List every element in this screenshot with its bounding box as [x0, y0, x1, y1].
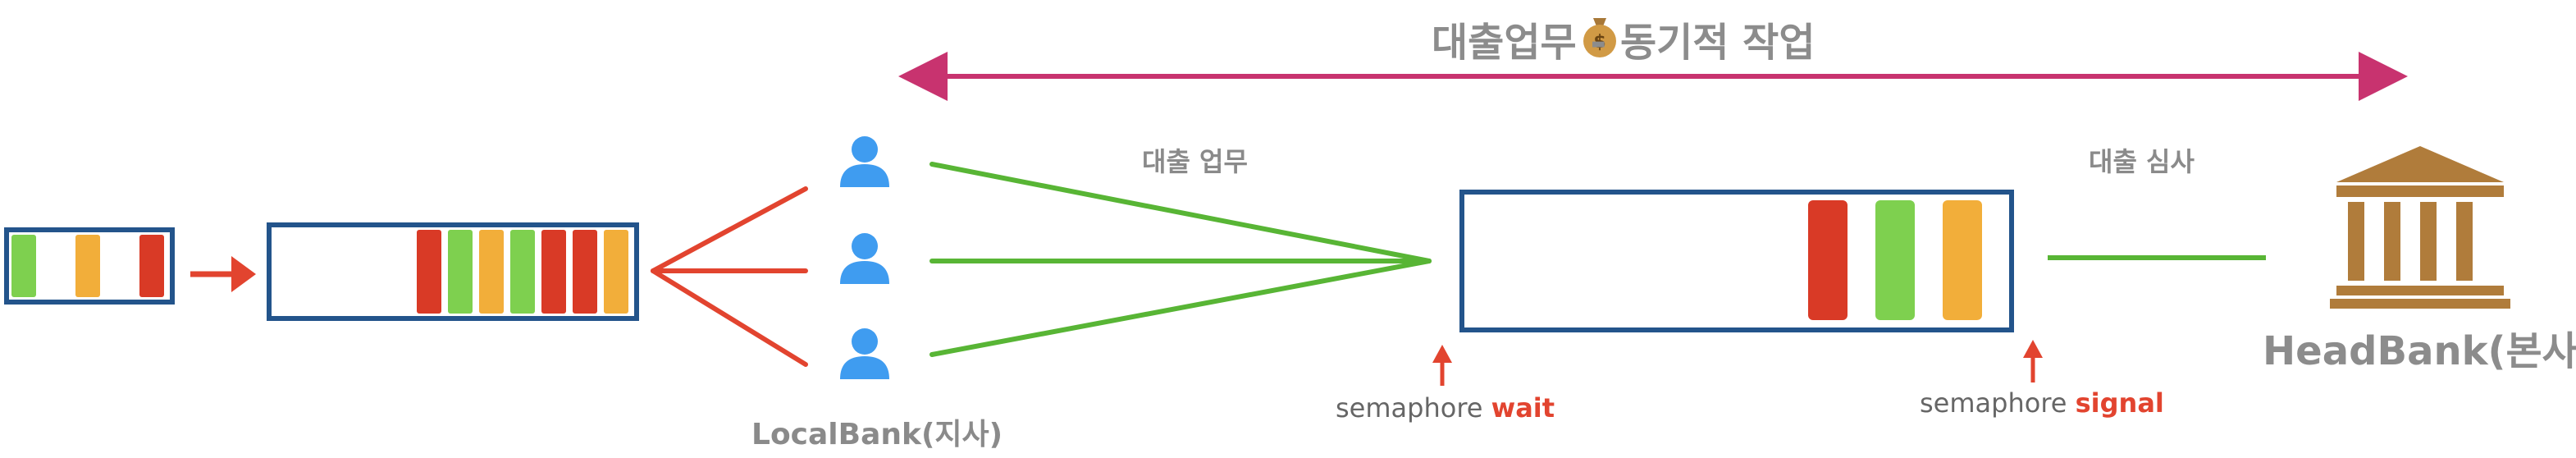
- bank-icon: [2330, 146, 2510, 309]
- loan-work-label: 대출 업무: [1142, 146, 1248, 177]
- queue-item: [1808, 200, 1848, 320]
- wait-up-arrow: [1432, 345, 1452, 386]
- worker-group: [840, 136, 889, 379]
- money-bag-icon: $: [1583, 18, 1616, 57]
- semaphore-queue-box: [1459, 190, 2014, 332]
- svg-text:$: $: [1593, 32, 1605, 53]
- queue-item: [75, 235, 100, 297]
- queue-item: [573, 230, 597, 314]
- semaphore-wait-word: wait: [1491, 392, 1555, 424]
- local-bank-queue-box: [267, 222, 639, 321]
- semaphore-queue: [1808, 200, 1982, 320]
- queue-item: [541, 230, 566, 314]
- semaphore-prefix: semaphore: [1336, 392, 1483, 424]
- semaphore-wait-label: semaphore wait: [1336, 392, 1555, 424]
- signal-up-arrow: [2023, 340, 2043, 382]
- dispatch-lines: [651, 186, 808, 367]
- source-queue: [11, 235, 164, 297]
- enqueue-arrow: [190, 256, 256, 292]
- semaphore-signal-word: signal: [2075, 387, 2164, 419]
- source-queue-box: [4, 227, 175, 305]
- queue-item: [417, 230, 441, 314]
- person-icon: [840, 136, 889, 187]
- local-bank-label: LocalBank(지사): [751, 418, 1003, 451]
- head-bank-label: HeadBank(본사): [2263, 328, 2576, 374]
- semaphore-prefix: semaphore: [1920, 387, 2067, 419]
- queue-item: [448, 230, 473, 314]
- queue-item: [11, 235, 36, 297]
- diagram-title: 대출업무 - 동기적 작업: [1432, 20, 1816, 66]
- local-bank-queue: [417, 230, 628, 314]
- person-icon: [840, 328, 889, 379]
- queue-item: [1875, 200, 1915, 320]
- queue-item: [479, 230, 504, 314]
- loan-review-label: 대출 심사: [2089, 146, 2195, 177]
- worker-lines: [929, 162, 1432, 357]
- queue-item: [139, 235, 164, 297]
- queue-item: [604, 230, 628, 314]
- semaphore-signal-label: semaphore signal: [1920, 387, 2164, 419]
- queue-item: [1943, 200, 1982, 320]
- queue-item: [510, 230, 535, 314]
- person-icon: [840, 233, 889, 284]
